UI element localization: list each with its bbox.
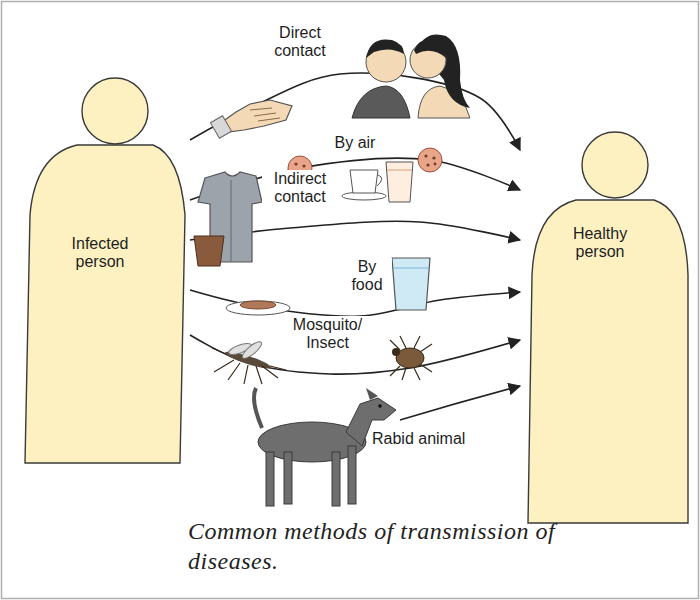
- tick: [390, 336, 432, 380]
- shirt: [194, 172, 262, 266]
- cup-and-glass: [342, 162, 413, 202]
- route-label: Rabid animal: [372, 430, 465, 448]
- handshake: [210, 100, 292, 138]
- route-label: Mosquito/ Insect: [283, 316, 372, 353]
- kissing-couple: [352, 35, 470, 119]
- figure-caption: Common methods of transmission of diseas…: [188, 516, 618, 576]
- person-figure: Healthy person: [520, 125, 690, 525]
- person-silhouette: [520, 125, 690, 525]
- person-label: Infected person: [55, 235, 145, 272]
- water-glass: [392, 258, 430, 310]
- route-label: Indirect contact: [262, 170, 338, 207]
- person-figure: Infected person: [15, 75, 190, 465]
- mosquito: [212, 339, 286, 384]
- head: [582, 132, 648, 198]
- person-label: Healthy person: [558, 225, 642, 262]
- dog-arrow: [400, 386, 520, 420]
- route-label: By food: [342, 258, 392, 295]
- body: [25, 145, 185, 463]
- route-label: By air: [318, 134, 392, 152]
- body: [528, 200, 688, 523]
- head: [82, 78, 148, 144]
- route-label: Direct contact: [262, 24, 338, 61]
- plate: [226, 301, 290, 315]
